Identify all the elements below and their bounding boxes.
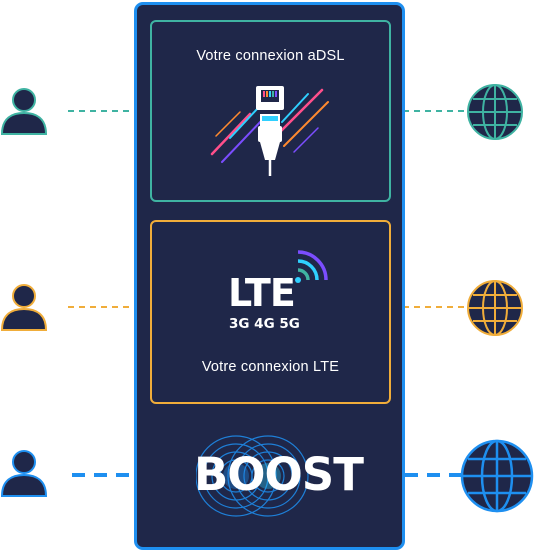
lte-bands-text: 3G 4G 5G: [229, 316, 300, 332]
boost-logo-text: BOOST: [194, 448, 364, 501]
lte-logo-text: LTE: [228, 271, 296, 315]
wifi-signal-icon: [295, 250, 328, 283]
lte-title: Votre connexion LTE: [201, 359, 340, 375]
globe-icon: [467, 280, 523, 336]
user-icon: [0, 450, 48, 497]
adsl-title: Votre connexion aDSL: [196, 48, 345, 64]
globe-icon: [467, 84, 523, 140]
adsl-card: Votre connexion aDSL: [150, 20, 391, 202]
boost-rings-icon: [196, 435, 309, 517]
ethernet-plug-icon: [210, 86, 329, 176]
user-icon: [0, 284, 48, 331]
lte-card: LTE 3G 4G 5G Votre connexion LTE: [150, 220, 391, 404]
user-icon: [0, 88, 48, 135]
globe-icon: [460, 439, 534, 513]
